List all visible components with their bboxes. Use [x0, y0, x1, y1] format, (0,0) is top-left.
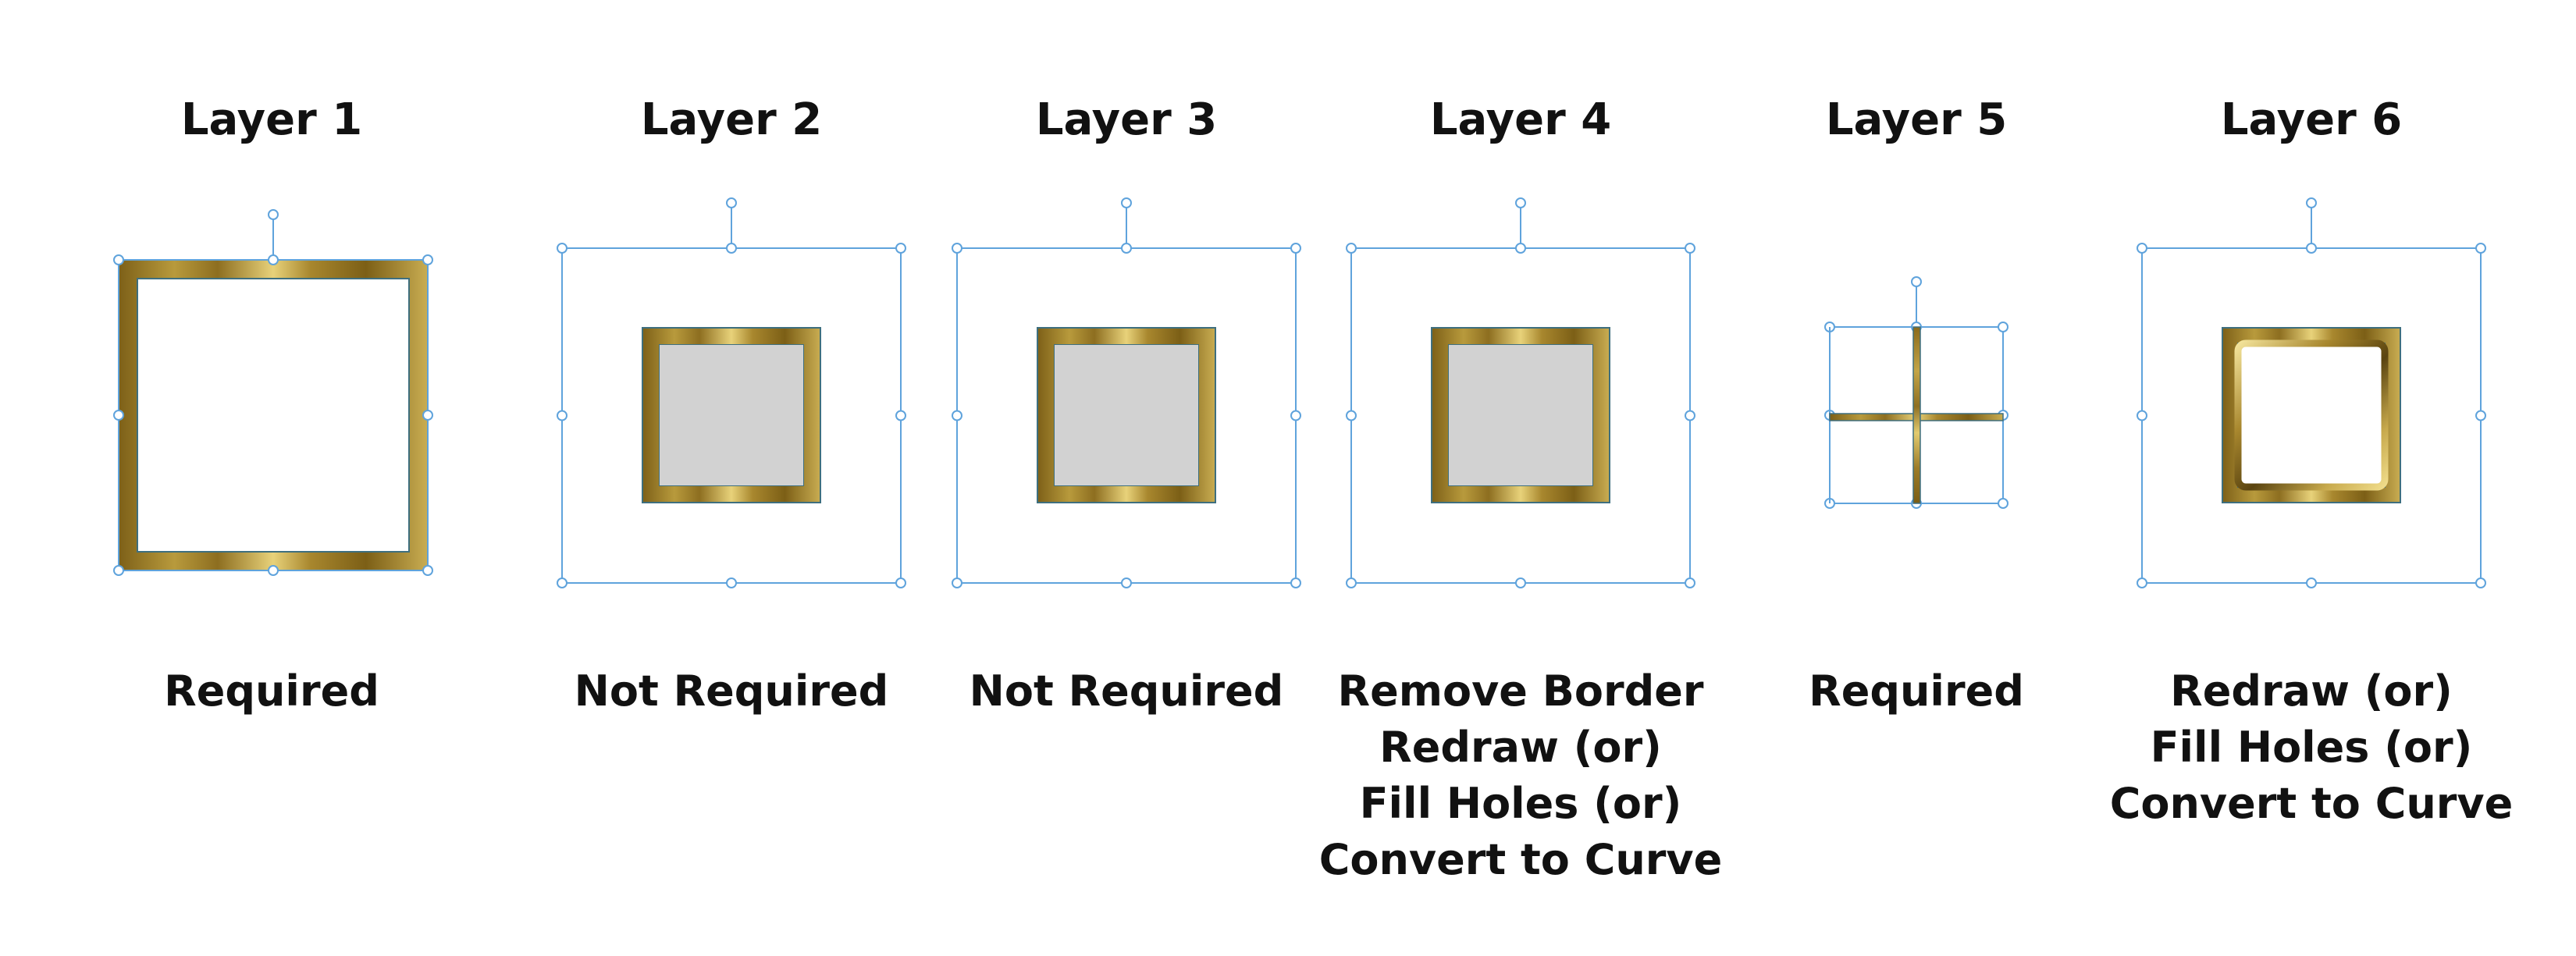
layer-3-note: Not Required: [884, 663, 1368, 720]
layer-3-resize-handle: [1290, 410, 1301, 421]
layer-1-resize-handle: [268, 254, 279, 265]
layer-4-note-line: Remove Border: [1337, 666, 1704, 716]
layer-4-title: Layer 4: [1429, 94, 1612, 145]
layer-3-resize-handle: [952, 243, 962, 254]
layer-3-title: Layer 3: [1035, 94, 1218, 145]
layer-6-resize-handle: [2475, 410, 2486, 421]
layer-1-resize-handle: [268, 565, 279, 576]
layer-6-resize-handle: [2306, 578, 2317, 588]
layer-2-resize-handle: [557, 243, 568, 254]
layer-6-resize-handle: [2306, 243, 2317, 254]
layer-2-inner-fill: [660, 345, 803, 485]
layer-3-resize-handle: [1121, 243, 1132, 254]
layer-4-note-line: Convert to Curve: [1318, 835, 1723, 884]
layer-6-resize-handle: [2475, 578, 2486, 588]
layer-3-resize-handle: [1290, 578, 1301, 588]
layer-1-selection-box: [118, 259, 429, 571]
layer-3-resize-handle: [1290, 243, 1301, 254]
layer-2-resize-handle: [895, 578, 906, 588]
layer-2-resize-handle: [557, 578, 568, 588]
layer-6-rotate-handle: [2306, 197, 2317, 208]
layer-1-note: Required: [30, 663, 514, 720]
layer-5-note-line: Required: [1809, 666, 2024, 716]
layer-1-title: Layer 1: [180, 94, 363, 145]
layer-5-resize-handle: [1998, 498, 2008, 509]
layer-4-resize-handle: [1346, 243, 1357, 254]
layer-3-rotate-handle: [1121, 197, 1132, 208]
layer-2-resize-handle: [726, 578, 737, 588]
layer-4-resize-handle: [1515, 243, 1526, 254]
layer-6-resize-handle: [2137, 578, 2147, 588]
layer-2-note-line: Not Required: [574, 666, 889, 716]
layer-1-resize-handle: [422, 410, 433, 421]
layer-5-resize-handle: [1998, 322, 2008, 332]
layer-2-resize-handle: [895, 410, 906, 421]
layer-3-inner-fill: [1055, 345, 1198, 485]
layer-4-note: Remove Border Redraw (or) Fill Holes (or…: [1279, 663, 1763, 888]
layer-3-shape-group: [952, 197, 1301, 588]
layer-5-vertical-bar-icon: [1912, 326, 1921, 504]
layer-6-resize-handle: [2137, 243, 2147, 254]
layer-2-title: Layer 2: [640, 94, 823, 145]
layer-4-resize-handle: [1346, 410, 1357, 421]
layer-5-shape-group: [1824, 276, 2008, 509]
layer-6-note-line: Redraw (or): [2170, 666, 2453, 716]
layer-4-resize-handle: [1515, 578, 1526, 588]
layer-4-resize-handle: [1685, 410, 1695, 421]
layer-3-note-line: Not Required: [969, 666, 1284, 716]
layer-6-title: Layer 6: [2220, 94, 2403, 145]
layer-3-resize-handle: [952, 410, 962, 421]
layer-6-note-line: Convert to Curve: [2109, 779, 2514, 828]
layer-5-rotate-handle: [1911, 276, 1922, 287]
layer-1-note-line: Required: [164, 666, 379, 716]
layer-4-resize-handle: [1346, 578, 1357, 588]
layer-3-resize-handle: [952, 578, 962, 588]
layer-1-gold-hollow-frame-icon: [118, 259, 429, 571]
layer-2-resize-handle: [895, 243, 906, 254]
layer-1-resize-handle: [113, 565, 124, 576]
layer-2-shape-group: [557, 197, 906, 588]
layer-4-resize-handle: [1685, 243, 1695, 254]
layer-6-bevel-inner: [2234, 339, 2389, 491]
layer-4-rotate-handle: [1515, 197, 1526, 208]
layer-6-resize-handle: [2475, 243, 2486, 254]
layer-2-resize-handle: [557, 410, 568, 421]
layer-5-title: Layer 5: [1825, 94, 2008, 145]
layer-4-shape-group: [1346, 197, 1695, 588]
layer-6-shape-group: [2137, 197, 2486, 588]
layer-1-resize-handle: [113, 410, 124, 421]
layer-3-resize-handle: [1121, 578, 1132, 588]
layer-5-note: Required: [1674, 663, 2158, 720]
layer-1-rotate-handle: [268, 209, 279, 220]
layer-4-inner-fill: [1449, 345, 1592, 485]
layer-1-resize-handle: [422, 254, 433, 265]
layer-2-rotate-handle: [726, 197, 737, 208]
layer-4-note-line: Redraw (or): [1379, 723, 1662, 772]
layer-1-resize-handle: [113, 254, 124, 265]
layer-6-resize-handle: [2137, 410, 2147, 421]
layer-4-note-line: Fill Holes (or): [1359, 779, 1682, 828]
layer-4-resize-handle: [1685, 578, 1695, 588]
layer-6-note: Redraw (or) Fill Holes (or) Convert to C…: [2069, 663, 2553, 832]
layer-2-note: Not Required: [489, 663, 973, 720]
layer-2-resize-handle: [726, 243, 737, 254]
layer-1-shape-group: [113, 209, 433, 576]
layer-6-note-line: Fill Holes (or): [2150, 723, 2473, 772]
layer-1-resize-handle: [422, 565, 433, 576]
